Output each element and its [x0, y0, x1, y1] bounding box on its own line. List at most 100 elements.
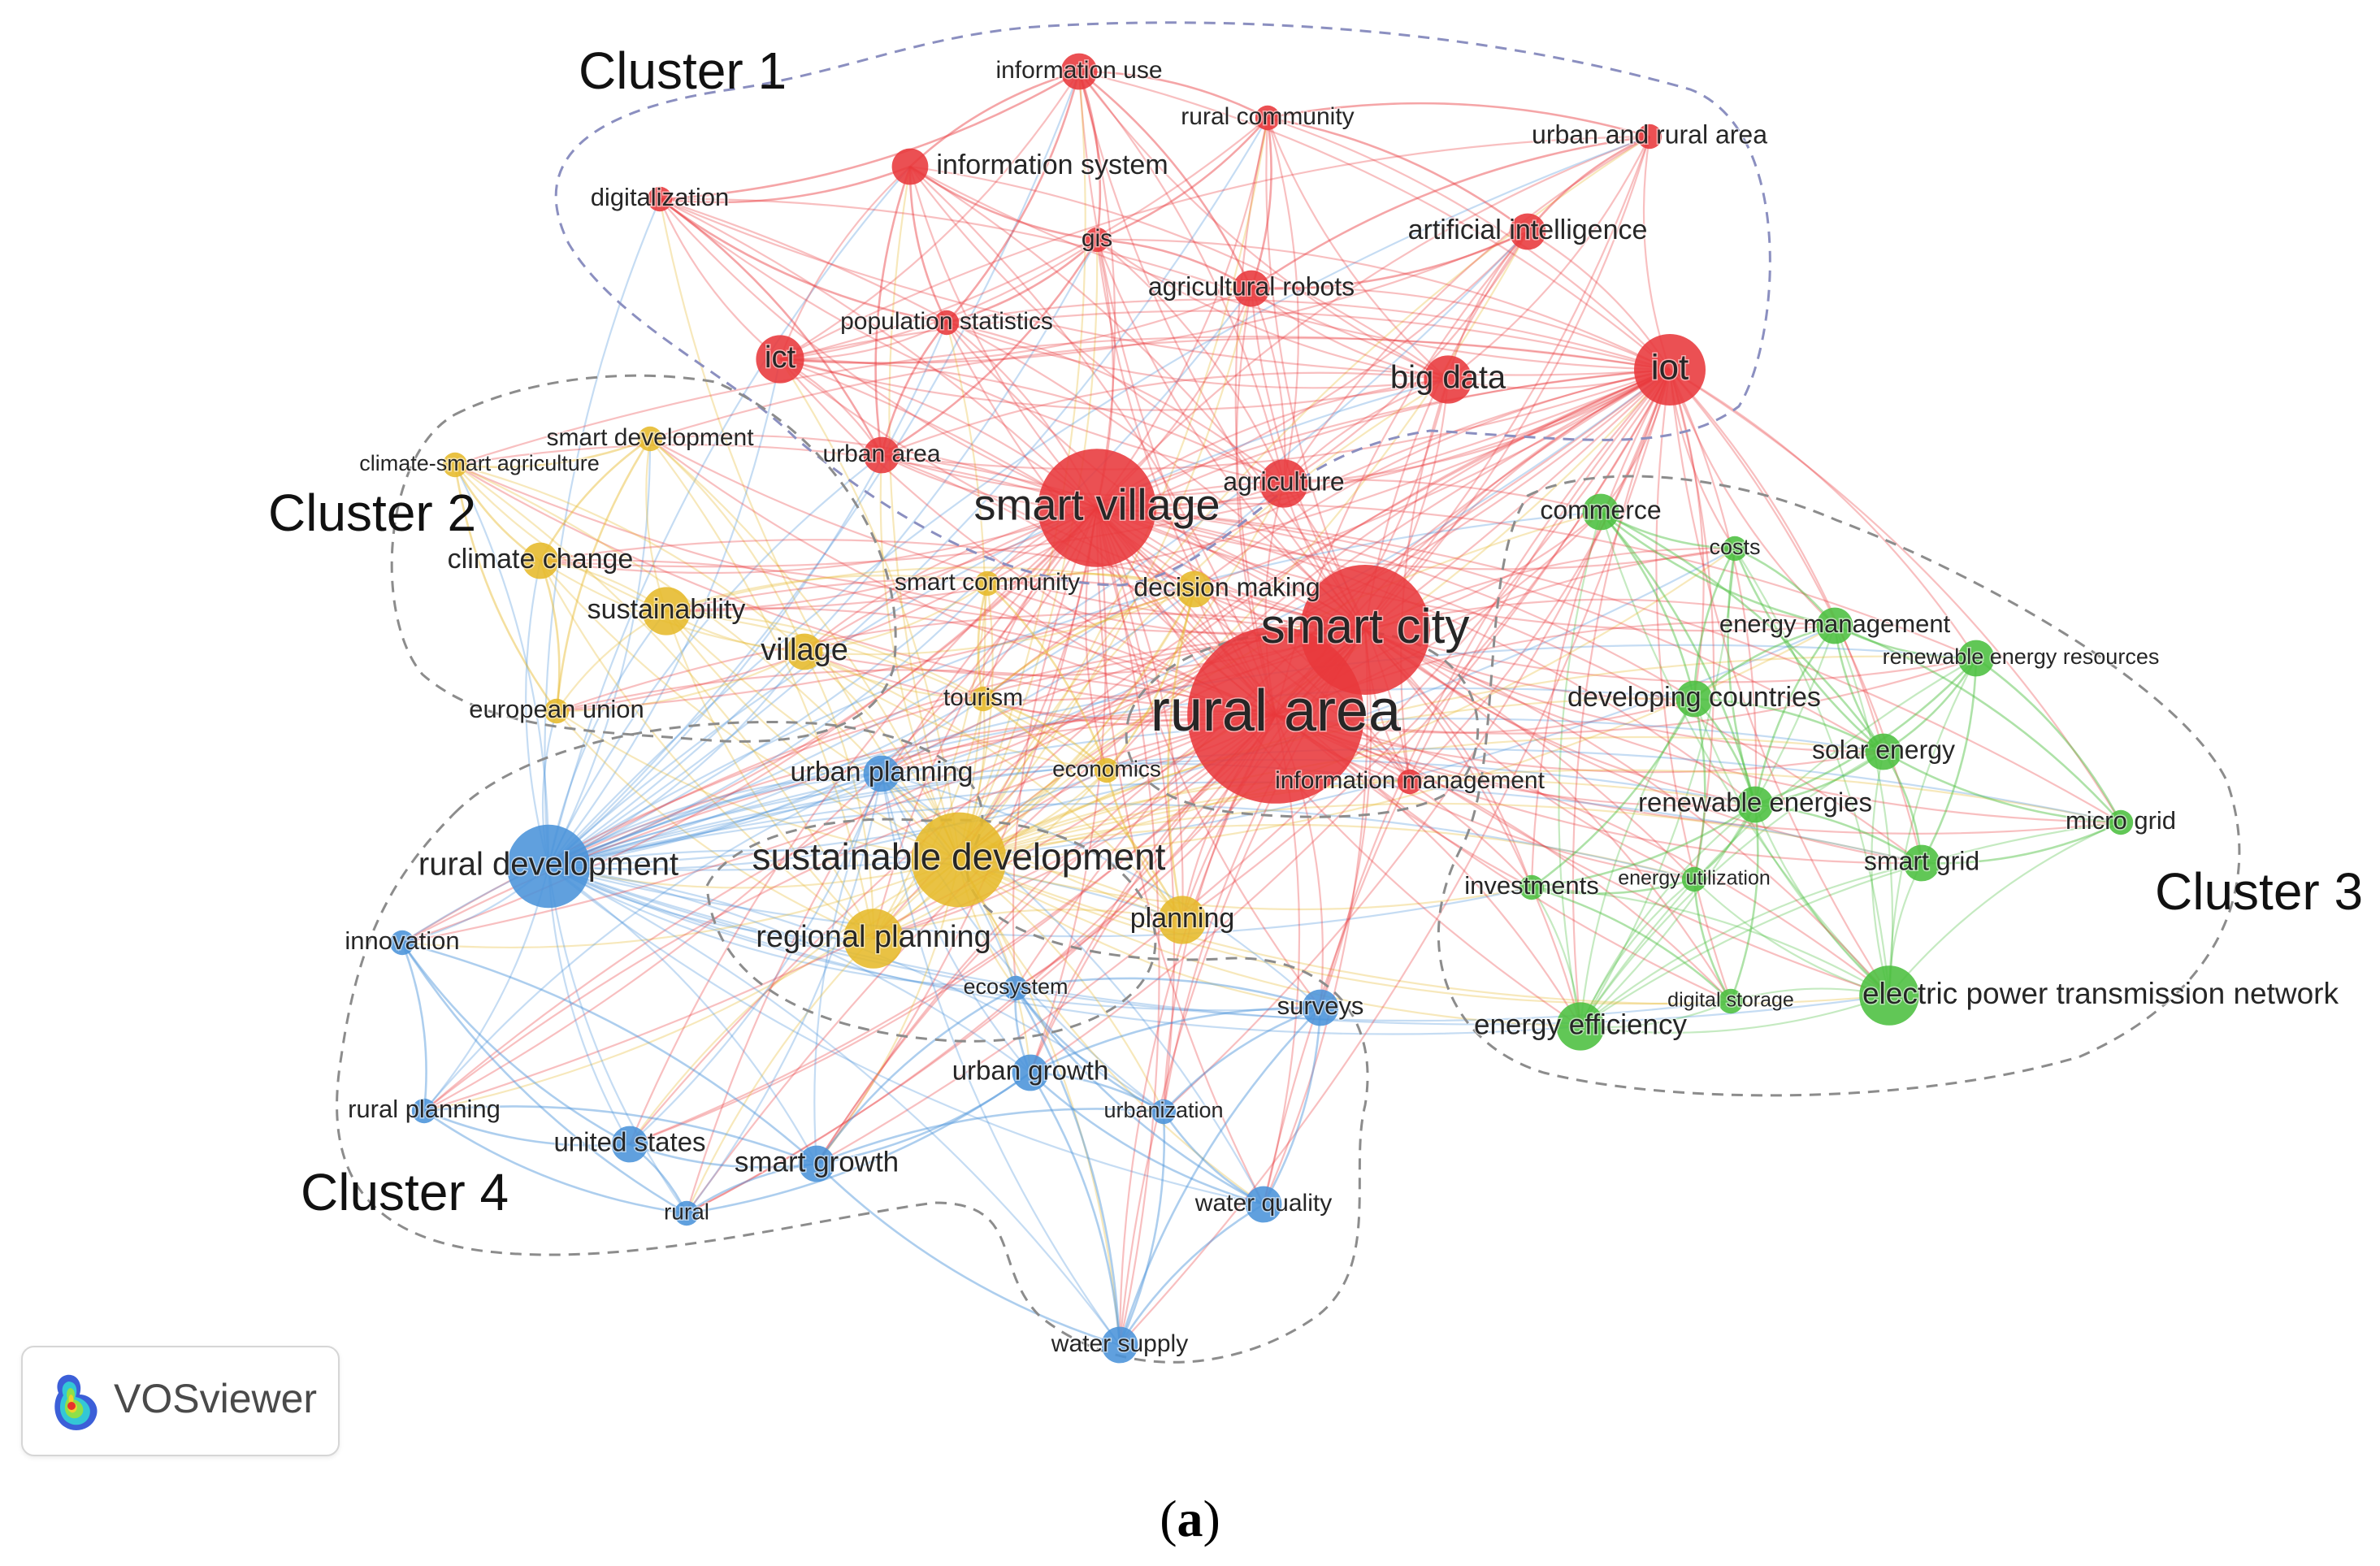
edge-rural-community-iot	[1267, 116, 1671, 371]
node-urban-growth[interactable]	[1012, 1054, 1049, 1091]
node-village[interactable]	[786, 633, 823, 670]
node-smart-village[interactable]	[1038, 449, 1156, 567]
node-urbanization[interactable]	[1151, 1099, 1177, 1125]
node-rural-development[interactable]	[506, 824, 591, 909]
edge-artificial-intelligence-ict	[779, 230, 1528, 364]
node-planning[interactable]	[1158, 896, 1207, 944]
node-urban-and-rural-area[interactable]	[1637, 124, 1663, 150]
node-innovation[interactable]	[389, 930, 415, 956]
node-climate-smart-agriculture[interactable]	[442, 452, 468, 478]
label-urbanization: urbanization	[1103, 1098, 1223, 1122]
node-urban-planning[interactable]	[863, 755, 900, 792]
node-solar-energy[interactable]	[1865, 733, 1902, 770]
edge-renewable-energy-resources-electric-power-transmission-network	[1888, 657, 1977, 996]
node-sustainable-development[interactable]	[911, 812, 1007, 908]
node-renewable-energies[interactable]	[1736, 786, 1774, 823]
edge-gis-sustainable-development	[958, 239, 1099, 861]
edge-decision-making-regional-planning	[873, 588, 1195, 939]
edge-commerce-smart-village	[1096, 479, 1602, 514]
node-urban-area[interactable]	[863, 436, 900, 474]
node-big-data[interactable]	[1424, 355, 1472, 404]
node-european-union[interactable]	[544, 698, 570, 724]
cluster-label-1: Cluster 1	[579, 41, 787, 100]
edge-population-statistics-agriculture	[946, 321, 1285, 484]
node-developing-countries[interactable]	[1676, 680, 1713, 718]
node-sustainability[interactable]	[642, 587, 691, 636]
node-energy-utilization[interactable]	[1681, 866, 1707, 892]
node-commerce[interactable]	[1582, 493, 1619, 531]
label-energy-management: energy management	[1719, 609, 1951, 638]
node-population-statistics[interactable]	[934, 310, 960, 336]
edge-digitalization-rural-area	[659, 198, 1277, 716]
edge-planning-regional-planning	[873, 909, 1183, 940]
node-micro-grid[interactable]	[2108, 809, 2134, 835]
node-water-quality[interactable]	[1245, 1186, 1282, 1223]
edge-rural-community-ict	[779, 117, 1268, 361]
edge-surveys-sustainable-development	[958, 859, 1321, 1009]
edge-rural-community-agriculture	[1266, 117, 1300, 484]
node-water-supply[interactable]	[1101, 1326, 1138, 1364]
edge-energy-management-smart-city	[1364, 598, 1836, 631]
node-costs[interactable]	[1722, 536, 1748, 562]
node-smart-growth[interactable]	[798, 1145, 835, 1182]
node-united-states[interactable]	[611, 1126, 648, 1163]
node-rural[interactable]	[674, 1200, 700, 1226]
edge-information-use-iot	[1078, 70, 1671, 371]
node-renewable-energy-resources[interactable]	[1957, 640, 1995, 677]
node-digitalization[interactable]	[647, 186, 673, 212]
node-rural-planning[interactable]	[411, 1098, 437, 1124]
edge-smart-development-regional-planning	[649, 438, 875, 939]
node-gis[interactable]	[1084, 227, 1110, 253]
node-smart-community[interactable]	[974, 570, 1000, 596]
edge-information-use-rural-community	[1078, 70, 1268, 119]
edge-gis-agricultural-robots	[1096, 238, 1252, 290]
edge-rural-planning-united-states	[423, 1109, 631, 1147]
node-energy-efficiency[interactable]	[1556, 1002, 1605, 1051]
node-information-management[interactable]	[1397, 769, 1423, 795]
node-climate-change[interactable]	[522, 542, 559, 579]
edge-urban-area-big-data	[881, 371, 1449, 457]
edge-climate-smart-agriculture-smart-village	[454, 444, 1098, 510]
node-tourism[interactable]	[970, 686, 996, 712]
edge-developing-countries-iot	[1668, 369, 1705, 700]
node-iot[interactable]	[1634, 334, 1706, 406]
edge-information-management-iot	[1409, 369, 1671, 783]
edge-digitalization-big-data	[659, 197, 1449, 380]
label-rural: rural	[664, 1199, 709, 1224]
edge-commerce-energy-management	[1600, 510, 1836, 627]
edge-digitalization-iot	[659, 197, 1671, 376]
node-ecosystem[interactable]	[1003, 975, 1029, 1001]
node-regional-planning[interactable]	[843, 909, 904, 969]
edge-information-use-information-system	[909, 70, 1080, 167]
node-artificial-intelligence[interactable]	[1509, 213, 1546, 250]
edge-gis-population-statistics	[946, 239, 1098, 324]
node-agricultural-robots[interactable]	[1233, 270, 1270, 307]
node-digital-storage[interactable]	[1718, 988, 1744, 1014]
label-climate-smart-agriculture: climate-smart agriculture	[359, 451, 600, 475]
node-ict[interactable]	[756, 335, 804, 384]
node-agriculture[interactable]	[1259, 459, 1308, 508]
edge-investments-electric-power-transmission-network	[1531, 886, 1890, 996]
edge-urban-growth-iot	[1030, 369, 1671, 1074]
node-surveys[interactable]	[1302, 989, 1339, 1026]
node-smart-grid[interactable]	[1903, 844, 1940, 882]
edge-population-statistics-rural-development	[548, 322, 948, 867]
node-information-use[interactable]	[1060, 53, 1098, 90]
node-economics[interactable]	[1094, 757, 1120, 783]
node-smart-development[interactable]	[637, 426, 663, 452]
label-smart-city: smart city	[1261, 599, 1470, 653]
edge-water-quality-smart-village	[1095, 507, 1264, 1205]
node-rural-area[interactable]	[1187, 627, 1364, 804]
edge-energy-utilization-rural-development	[548, 803, 1695, 881]
node-rural-community[interactable]	[1255, 105, 1281, 131]
node-energy-management[interactable]	[1816, 607, 1853, 644]
node-information-system[interactable]	[891, 148, 929, 185]
edge-energy-management-renewable-energies	[1754, 625, 1836, 805]
edge-renewable-energies-smart-grid	[1754, 803, 1923, 865]
node-decision-making[interactable]	[1176, 570, 1213, 608]
edge-solar-energy-sustainable-development	[958, 735, 1884, 861]
edge-smart-grid-smart-city	[1364, 629, 1923, 865]
node-electric-power-transmission-network[interactable]	[1859, 965, 1919, 1026]
node-investments[interactable]	[1519, 874, 1545, 900]
